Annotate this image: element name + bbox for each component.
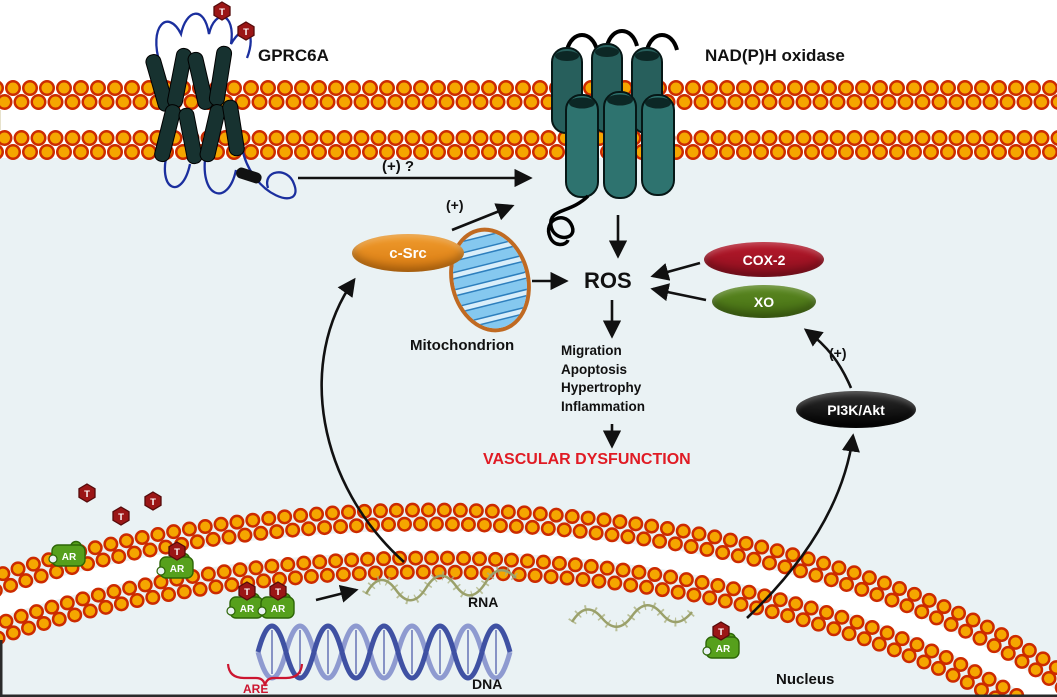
- gprc6a-helices: [145, 45, 245, 165]
- cox2-oval: COX-2: [704, 242, 824, 277]
- arrow-xo-to-ros: [650, 283, 707, 302]
- testosterone-icon: [78, 483, 96, 503]
- plus-question-label: (+) ?: [382, 158, 415, 175]
- arrow-ar-to-pi3k: [746, 433, 860, 619]
- xo-oval: XO: [712, 285, 816, 318]
- testosterone-icon: [213, 1, 231, 21]
- rna-transcripts: [362, 565, 696, 632]
- gprc6a-extracellular-loops: [155, 12, 252, 65]
- are-label: ARE: [243, 682, 269, 696]
- effect-hypertrophy: Hypertrophy: [561, 380, 642, 396]
- testosterone-icon: [237, 21, 255, 41]
- androgen-receptor-icon: [48, 540, 86, 567]
- arrow-cox2-to-ros: [650, 261, 701, 281]
- ros-label: ROS: [584, 268, 632, 293]
- testosterone-icon: [712, 621, 730, 641]
- dna-rungs: [271, 630, 497, 674]
- testosterone-icon: [144, 491, 162, 511]
- arrow-csrc-to-nadph: [451, 203, 515, 232]
- figure-bottom-border: [0, 694, 1057, 697]
- plus-pi3k-label: (+): [829, 345, 847, 361]
- rna-transcript-left: [364, 569, 517, 602]
- mitochondrion-label: Mitochondrion: [410, 337, 515, 354]
- pi3k-akt-oval: PI3K/Akt: [796, 391, 916, 428]
- csrc-oval: c-Src: [352, 234, 464, 272]
- effect-inflammation: Inflammation: [561, 398, 646, 414]
- arrow-pi3k-to-xo: [803, 328, 853, 389]
- gprc6a-receptor: [145, 12, 297, 200]
- testosterone-icon: [238, 581, 256, 601]
- dna-strand-back: [255, 623, 513, 681]
- rna-label: RNA: [468, 594, 499, 610]
- nadph-cytoplasmic-tail: [546, 194, 590, 247]
- effect-apoptosis: Apoptosis: [561, 361, 627, 377]
- mitochondrion: [443, 227, 537, 337]
- effect-migration: Migration: [561, 343, 622, 358]
- vascular-dysfunction-label: VASCULAR DYSFUNCTION: [483, 451, 691, 468]
- arrows: [298, 168, 860, 619]
- figure-left-border: [0, 640, 3, 697]
- rna-transcript-right: [570, 604, 693, 628]
- nadph-oxidase-complex: [546, 29, 679, 247]
- nadph-front-cylinders: [565, 91, 675, 199]
- dna-helix: [226, 623, 513, 687]
- plus-csrc-label: (+): [446, 197, 464, 213]
- ros-effects-list: Migration Apoptosis Hypertrophy Inflamma…: [561, 343, 645, 417]
- testosterone-icon: [112, 506, 130, 526]
- gprc6a-cterm-helix: [236, 167, 262, 184]
- testosterone-icon: [269, 581, 287, 601]
- nucleus-label: Nucleus: [776, 671, 835, 688]
- dna-label: DNA: [472, 676, 503, 692]
- gprc6a-label: GPRC6A: [258, 46, 329, 65]
- nadph-top-loops: [565, 29, 679, 51]
- testosterone-icon: [168, 541, 186, 561]
- dna-strand-front: [255, 623, 513, 681]
- nuclear-envelope: [0, 502, 1057, 697]
- nadph-oxidase-label: NAD(P)H oxidase: [705, 46, 845, 65]
- arrow-dimer-to-rna: [315, 584, 359, 603]
- arrow-nucleus-to-csrc: [320, 277, 405, 563]
- are-bracket: [226, 663, 304, 687]
